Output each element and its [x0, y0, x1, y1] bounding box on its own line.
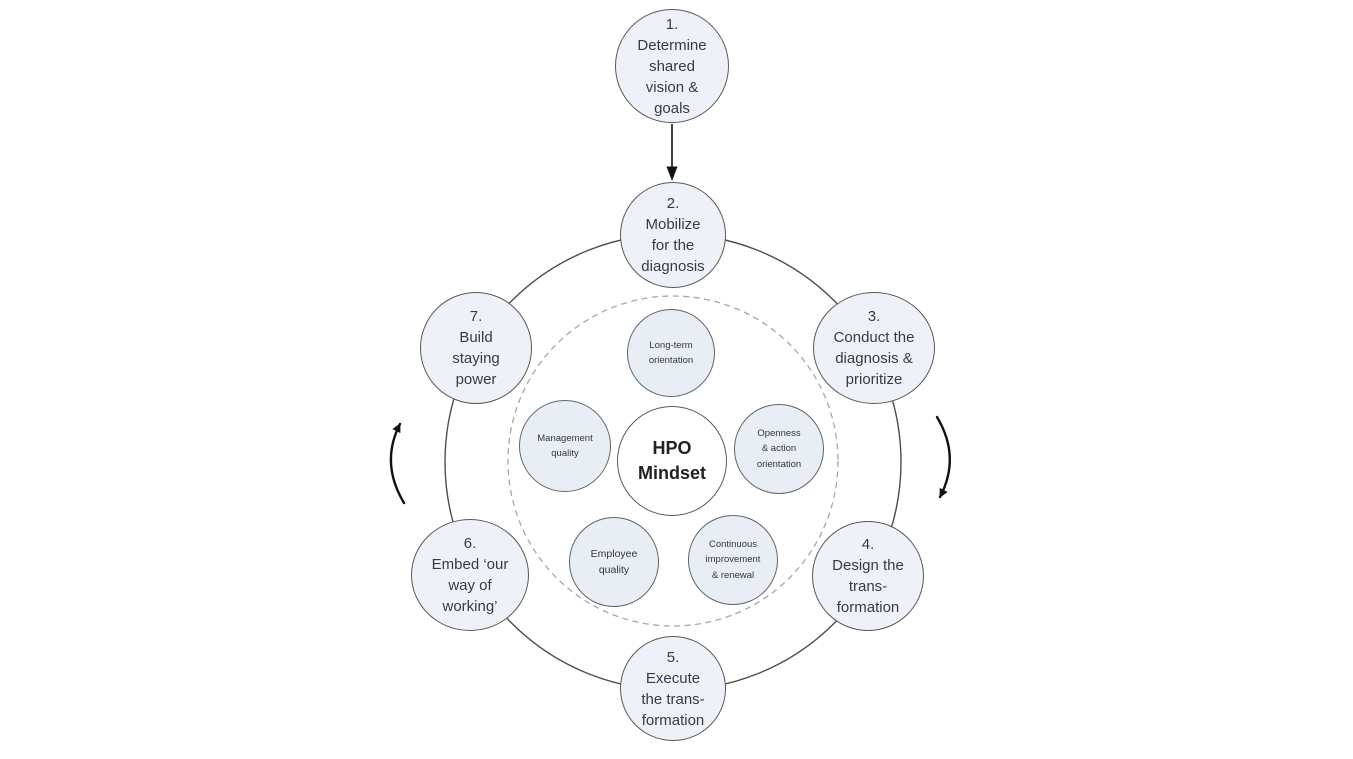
step-circle-1: 1. Determine shared vision & goals: [615, 9, 729, 123]
factor-label: Openness & action orientation: [756, 427, 802, 470]
step-number: 6.: [463, 535, 477, 552]
factor-label: Employee quality: [590, 548, 638, 576]
step-label: Build staying power: [452, 329, 500, 388]
step-label: Execute the trans-formation: [641, 669, 705, 729]
factor-circle-long-term-orientation: Long-term orientation: [627, 309, 715, 397]
step-number: 4.: [861, 536, 875, 553]
step-circle-5: 5. Execute the trans-formation: [620, 636, 726, 741]
step-circle-3: 3. Conduct the diagnosis & prioritize: [813, 292, 935, 404]
step-number: 5.: [666, 648, 680, 666]
step-label: Embed ‘our way of working’: [431, 556, 509, 615]
step-number: 7.: [469, 308, 483, 325]
step-circle-6: 6. Embed ‘our way of working’: [411, 519, 529, 631]
factor-circle-openness-action-orientation: Openness & action orientation: [734, 404, 824, 494]
center-label: HPO Mindset: [637, 438, 706, 483]
factor-circle-continuous-improvement-renewal: Continuous improvement & renewal: [688, 515, 778, 605]
step-number: 2.: [666, 195, 680, 212]
cycle-arrow-left-icon: [389, 422, 406, 505]
factor-circle-employee-quality: Employee quality: [569, 517, 659, 607]
factor-label: Long-term orientation: [648, 339, 694, 367]
step-label: Mobilize for the diagnosis: [641, 216, 705, 275]
hpo-mindset-center-circle: HPO Mindset: [617, 406, 727, 516]
cycle-arrow-right-icon: [935, 415, 951, 499]
step-circle-2: 2. Mobilize for the diagnosis: [620, 182, 726, 288]
step-label: Determine shared vision & goals: [637, 36, 707, 117]
step-circle-7: 7. Build staying power: [420, 292, 532, 404]
step-number: 1.: [665, 15, 679, 33]
step-number: 3.: [867, 308, 881, 325]
factor-label: Continuous improvement & renewal: [705, 538, 761, 581]
factor-label: Management quality: [537, 432, 593, 460]
mindset-dashed-boundary: [507, 295, 839, 627]
step-label: Conduct the diagnosis & prioritize: [833, 329, 915, 388]
factor-circle-management-quality: Management quality: [519, 400, 611, 492]
step-label: Design the trans-formation: [832, 557, 904, 616]
step-circle-4: 4. Design the trans-formation: [812, 521, 924, 631]
flow-arrow-head-icon: [666, 166, 678, 181]
